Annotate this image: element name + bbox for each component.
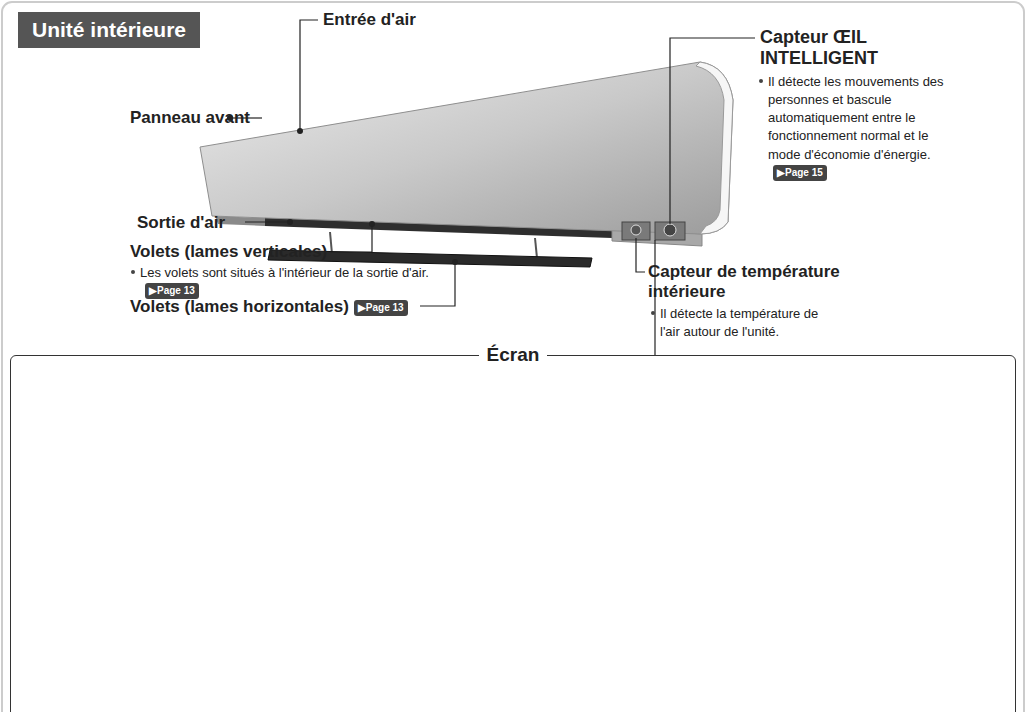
- leader-line: [300, 20, 318, 131]
- flap-support: [535, 238, 537, 258]
- part-name: Volets (lames verticales): [130, 242, 327, 261]
- page-ref: ▶Page 13: [354, 300, 408, 316]
- display-box: Écran: [10, 355, 1016, 712]
- callout: Entrée d'air: [323, 10, 416, 30]
- display-panel: [622, 222, 650, 240]
- side-cap: [696, 62, 733, 234]
- eye-sensor: [664, 224, 676, 236]
- callout: Les volets sont situés à l'intérieur de …: [140, 263, 440, 299]
- part-name: Capteur ŒIL INTELLIGENT: [760, 27, 878, 68]
- leader-dot: [452, 259, 458, 265]
- leader-line: [636, 238, 645, 272]
- note: Il détecte la température de l'air autou…: [660, 306, 818, 339]
- part-name: Sortie d'air: [137, 213, 225, 232]
- note: Les volets sont situés à l'intérieur de …: [140, 265, 429, 280]
- callout: Capteur ŒIL INTELLIGENT: [760, 27, 935, 68]
- leader-line: [670, 38, 755, 224]
- front-panel: [200, 62, 733, 234]
- leader-dot: [287, 219, 293, 225]
- page-ref: ▶Page 13: [145, 283, 199, 299]
- box-heading-row: Écran: [11, 344, 1015, 366]
- leader-dot: [297, 128, 303, 134]
- callout: Il détecte la température de l'air autou…: [660, 304, 836, 340]
- bullet: [651, 311, 655, 315]
- callout: Volets (lames horizontales) ▶Page 13: [130, 297, 408, 317]
- display-panel: [655, 222, 685, 240]
- note: Il détecte les mouvements des personnes …: [768, 74, 944, 162]
- leader-line: [330, 224, 372, 252]
- bullet: [759, 79, 763, 83]
- callout: Panneau avant: [130, 108, 250, 128]
- flap-support: [330, 232, 332, 254]
- box-heading: Écran: [479, 344, 548, 365]
- bullet: [131, 270, 135, 274]
- part-name: Panneau avant: [130, 108, 250, 127]
- callout: Sortie d'air: [137, 213, 225, 233]
- leader-line: [245, 221, 290, 222]
- leader-dot: [369, 221, 375, 227]
- callout: Capteur de température intérieure: [648, 262, 853, 301]
- part-name: Entrée d'air: [323, 10, 416, 29]
- page-ref: ▶Page 15: [773, 165, 827, 181]
- part-name: Volets (lames horizontales): [130, 297, 349, 316]
- part-name: Capteur de température intérieure: [648, 262, 840, 301]
- callout: Il détecte les mouvements des personnes …: [768, 72, 954, 181]
- temperature-sensor: [631, 225, 641, 235]
- section-title: Unité intérieure: [18, 12, 200, 48]
- callout: Volets (lames verticales): [130, 242, 327, 262]
